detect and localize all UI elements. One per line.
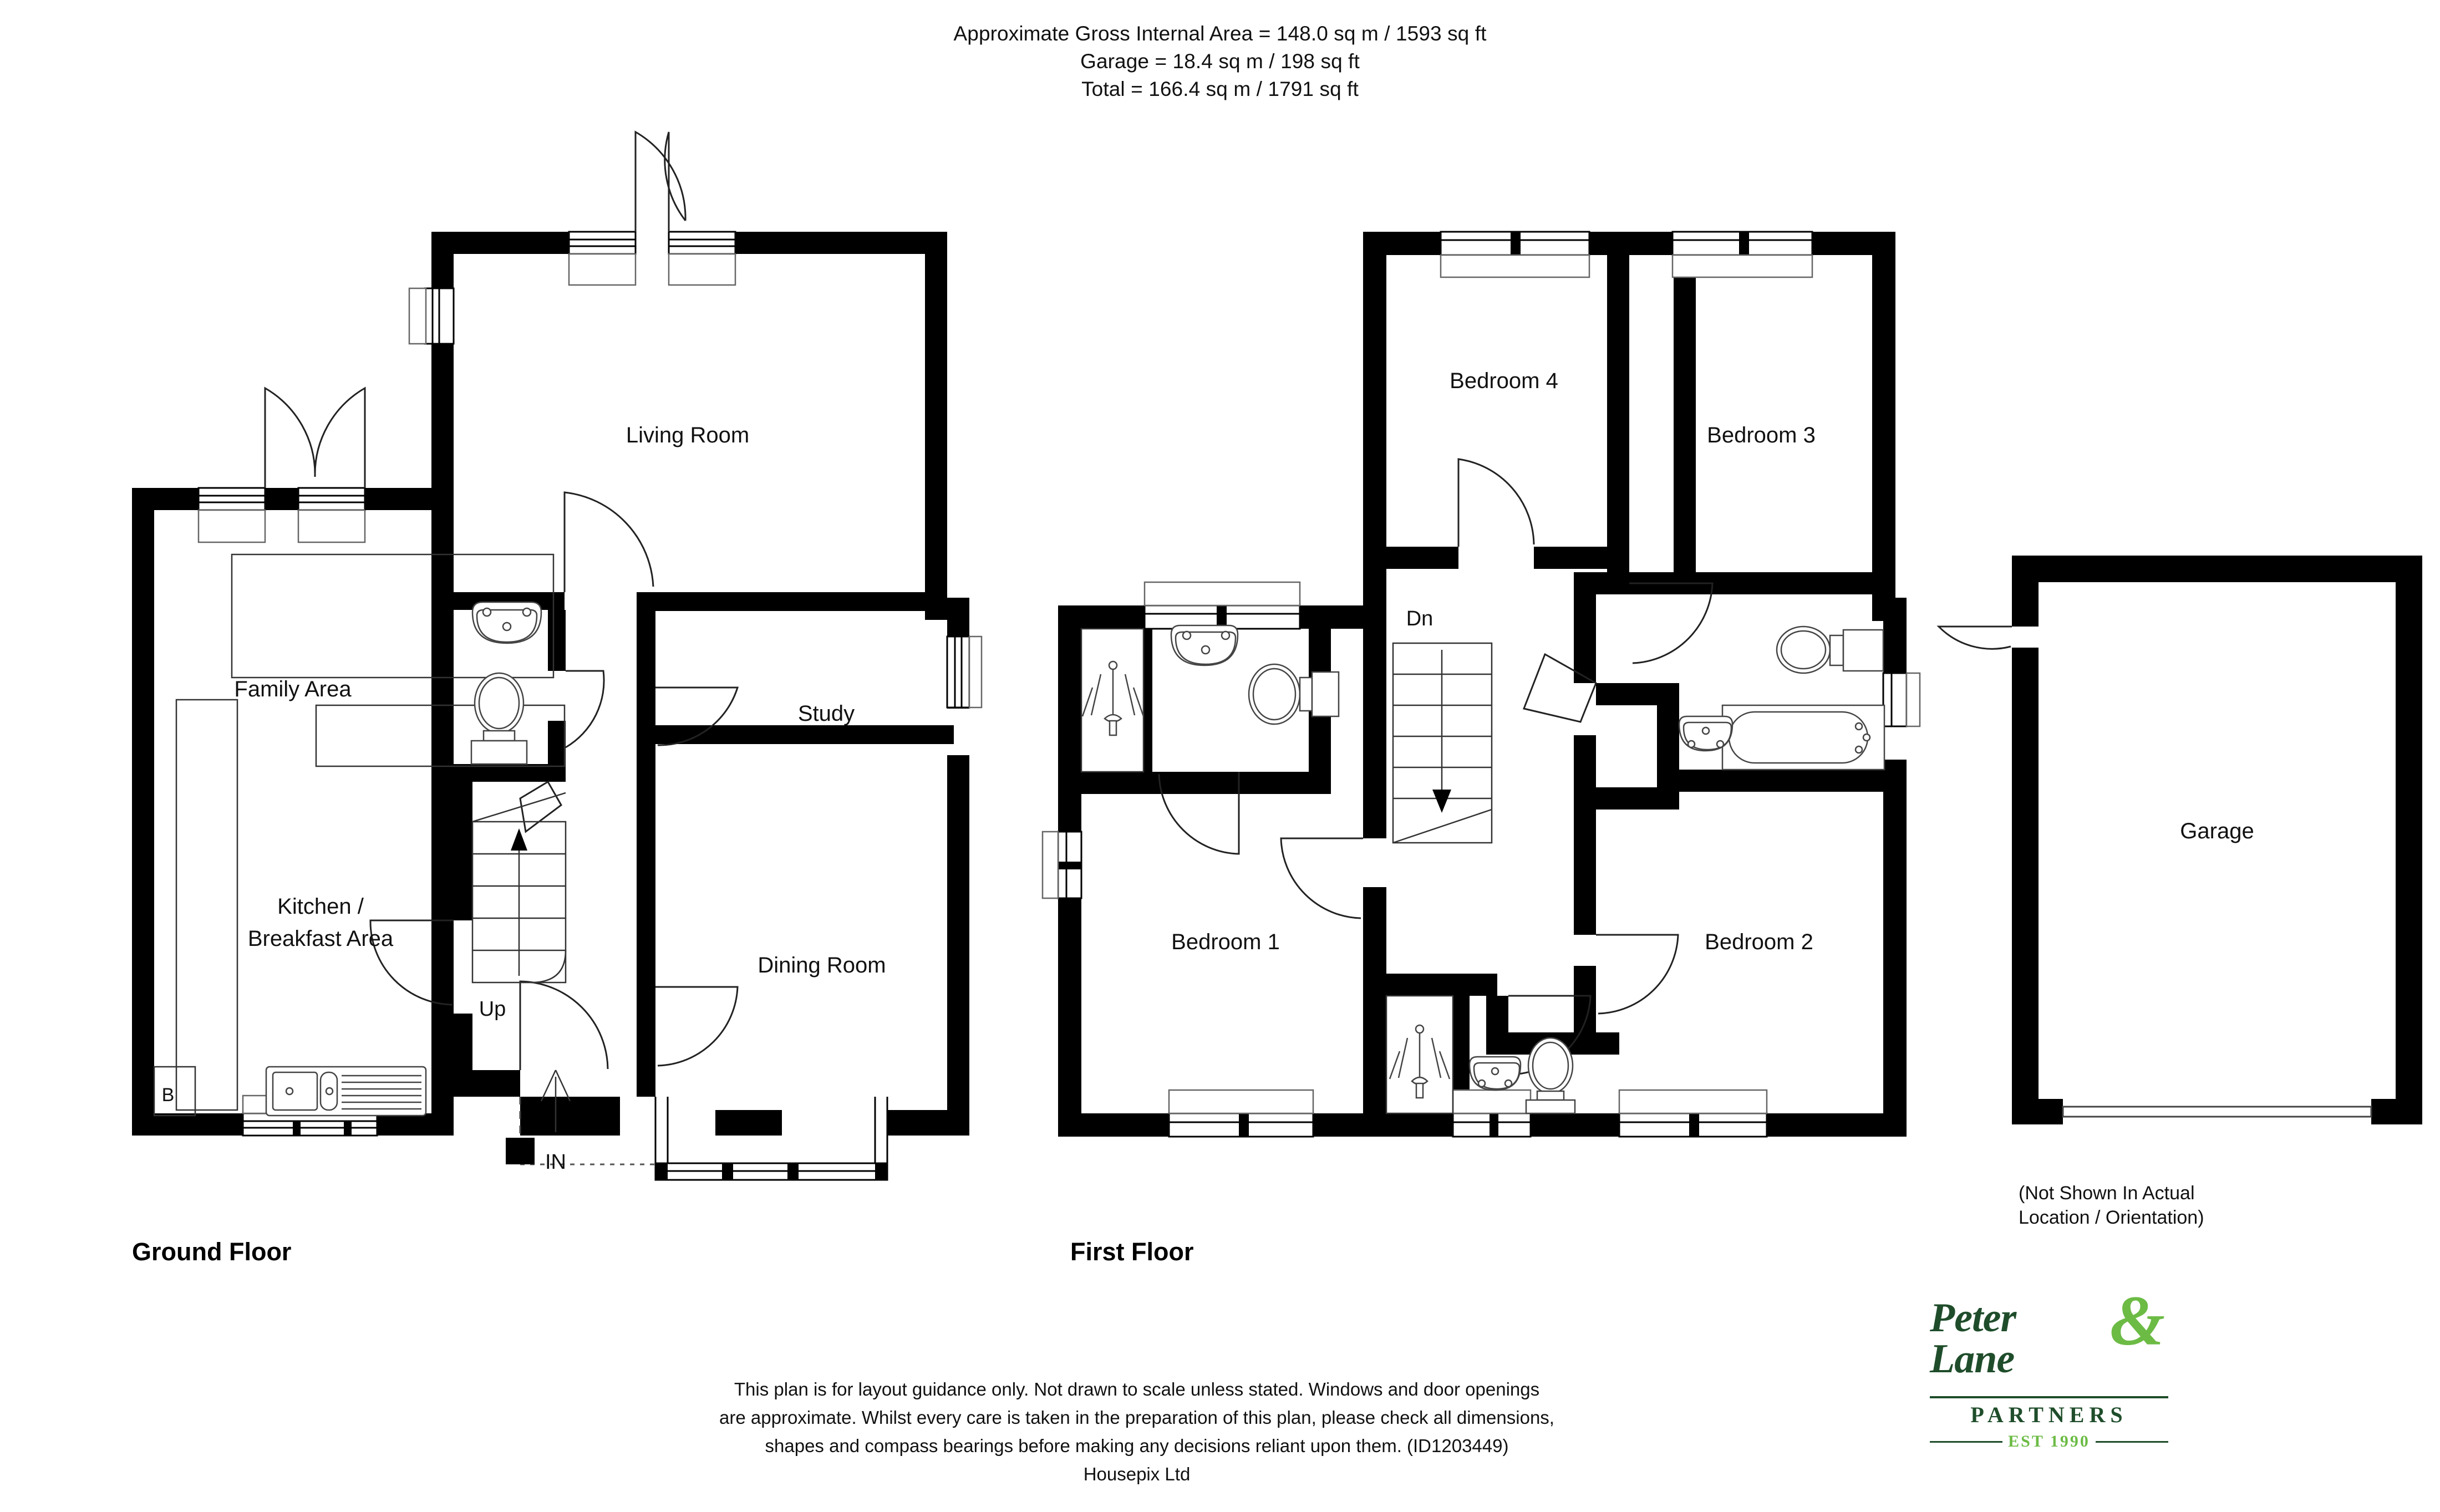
garage-side-door-swing [1936, 625, 2012, 650]
room-label-living-room: Living Room [626, 423, 749, 447]
stairs-down-label: Dn [1406, 607, 1434, 630]
shower-room-basin-icon [1468, 1056, 1522, 1091]
furniture-table [231, 553, 555, 679]
first-floor-plan: Dn [1041, 231, 1921, 1138]
staircase-down [1392, 642, 1493, 844]
logo-divider-right [2095, 1440, 2169, 1443]
logo-divider-top [1930, 1396, 2168, 1398]
shower-room-shower-icon [1385, 995, 1454, 1114]
room-label-study: Study [798, 701, 855, 726]
wc-basin-icon [471, 601, 542, 644]
ensuite-toilet-icon [1248, 663, 1340, 725]
first-floor-door-swings [1158, 458, 1714, 1076]
entrance-arrow-icon [540, 1070, 571, 1132]
ensuite-shower-icon [1080, 628, 1145, 773]
garage-area-line: Garage = 18.4 sq m / 198 sq ft [1080, 50, 1360, 73]
peter-lane-partners-logo: Peter Lane & PARTNERS EST 1990 [1930, 1281, 2169, 1475]
total-area-line: Total = 166.4 sq m / 1791 sq ft [1081, 78, 1359, 100]
ground-floor-windows [197, 231, 983, 1181]
ensuite-basin-icon [1170, 624, 1239, 666]
kitchen-counter-top [315, 704, 566, 767]
room-label-bedroom-4: Bedroom 4 [1450, 369, 1558, 393]
garage-note-line-1: (Not Shown In Actual [2019, 1183, 2195, 1204]
kitchen-counter-left [175, 699, 238, 1111]
logo-line-peter: Peter [1930, 1295, 2016, 1341]
bathroom-bath-icon [1721, 704, 1885, 771]
ground-floor-caption: Ground Floor [132, 1238, 292, 1266]
disclaimer-line-2: are approximate. Whilst every care is ta… [719, 1407, 1554, 1428]
garage-wall-bottom-left [2012, 1099, 2063, 1124]
room-label-kitchen-line1: Kitchen / [277, 894, 364, 919]
ground-floor-walls [132, 232, 969, 1136]
logo-divider-left [1930, 1440, 2003, 1443]
first-floor-interior-walls [1081, 255, 1884, 1113]
garage-note-line-2: Location / Orientation) [2019, 1207, 2204, 1228]
first-floor-caption: First Floor [1070, 1238, 1194, 1266]
disclaimer-line-3: shapes and compass bearings before makin… [765, 1435, 1509, 1456]
room-label-kitchen-line2: Breakfast Area [248, 926, 394, 951]
logo-established-row: EST 1990 [1930, 1432, 2169, 1451]
room-label-garage: Garage [2180, 819, 2254, 843]
ground-floor-interior-walls [454, 592, 954, 1097]
disclaimer-line-1: This plan is for layout guidance only. N… [734, 1379, 1540, 1399]
bathroom-toilet-icon [1776, 625, 1884, 674]
logo-partners-text: PARTNERS [1970, 1402, 2128, 1427]
wc-toilet-icon [470, 672, 528, 765]
first-floor-walls [1058, 232, 1907, 1137]
boiler-label: B [162, 1085, 175, 1106]
plan-disclaimer: This plan is for layout guidance only. N… [388, 1375, 1885, 1488]
bathroom-basin-icon [1678, 715, 1734, 752]
shower-room-toilet-icon [1525, 1037, 1576, 1114]
room-label-dining-room: Dining Room [758, 953, 886, 978]
first-floor-fixtures: Dn [1080, 607, 1885, 1114]
logo-established-text: EST 1990 [2008, 1432, 2090, 1450]
room-label-bedroom-1: Bedroom 1 [1171, 930, 1280, 954]
ground-floor-fixtures: B [153, 553, 571, 1174]
room-label-bedroom-2: Bedroom 2 [1705, 930, 1813, 954]
entrance-label: IN [545, 1150, 566, 1174]
garage-location-note: (Not Shown In Actual Location / Orientat… [2019, 1181, 2362, 1230]
garage-roller-door [2062, 1106, 2372, 1118]
room-label-bedroom-3: Bedroom 3 [1707, 423, 1816, 447]
garage-plan: Garage [1936, 556, 2422, 1124]
first-floor-windows [1041, 231, 1921, 1138]
boiler-box [153, 1066, 196, 1117]
room-label-family-area: Family Area [234, 677, 352, 701]
logo-line-lane: Lane [1930, 1336, 2015, 1382]
garage-wall-top [2012, 556, 2422, 582]
disclaimer-line-4: Housepix Ltd [1083, 1464, 1191, 1484]
stairs-up-label: Up [479, 997, 506, 1021]
logo-ampersand-icon: & [2109, 1281, 2165, 1360]
gross-internal-area-line: Approximate Gross Internal Area = 148.0 … [953, 22, 1487, 45]
staircase-up [471, 792, 567, 984]
garage-wall-right [2396, 556, 2422, 1124]
kitchen-sink-icon [265, 1066, 427, 1117]
ground-floor-plan: B [132, 130, 983, 1181]
area-summary-header: Approximate Gross Internal Area = 148.0 … [0, 20, 2440, 103]
garage-wall-bottom-right [2371, 1099, 2422, 1124]
garage-wall-left-bottom [2012, 648, 2039, 1124]
